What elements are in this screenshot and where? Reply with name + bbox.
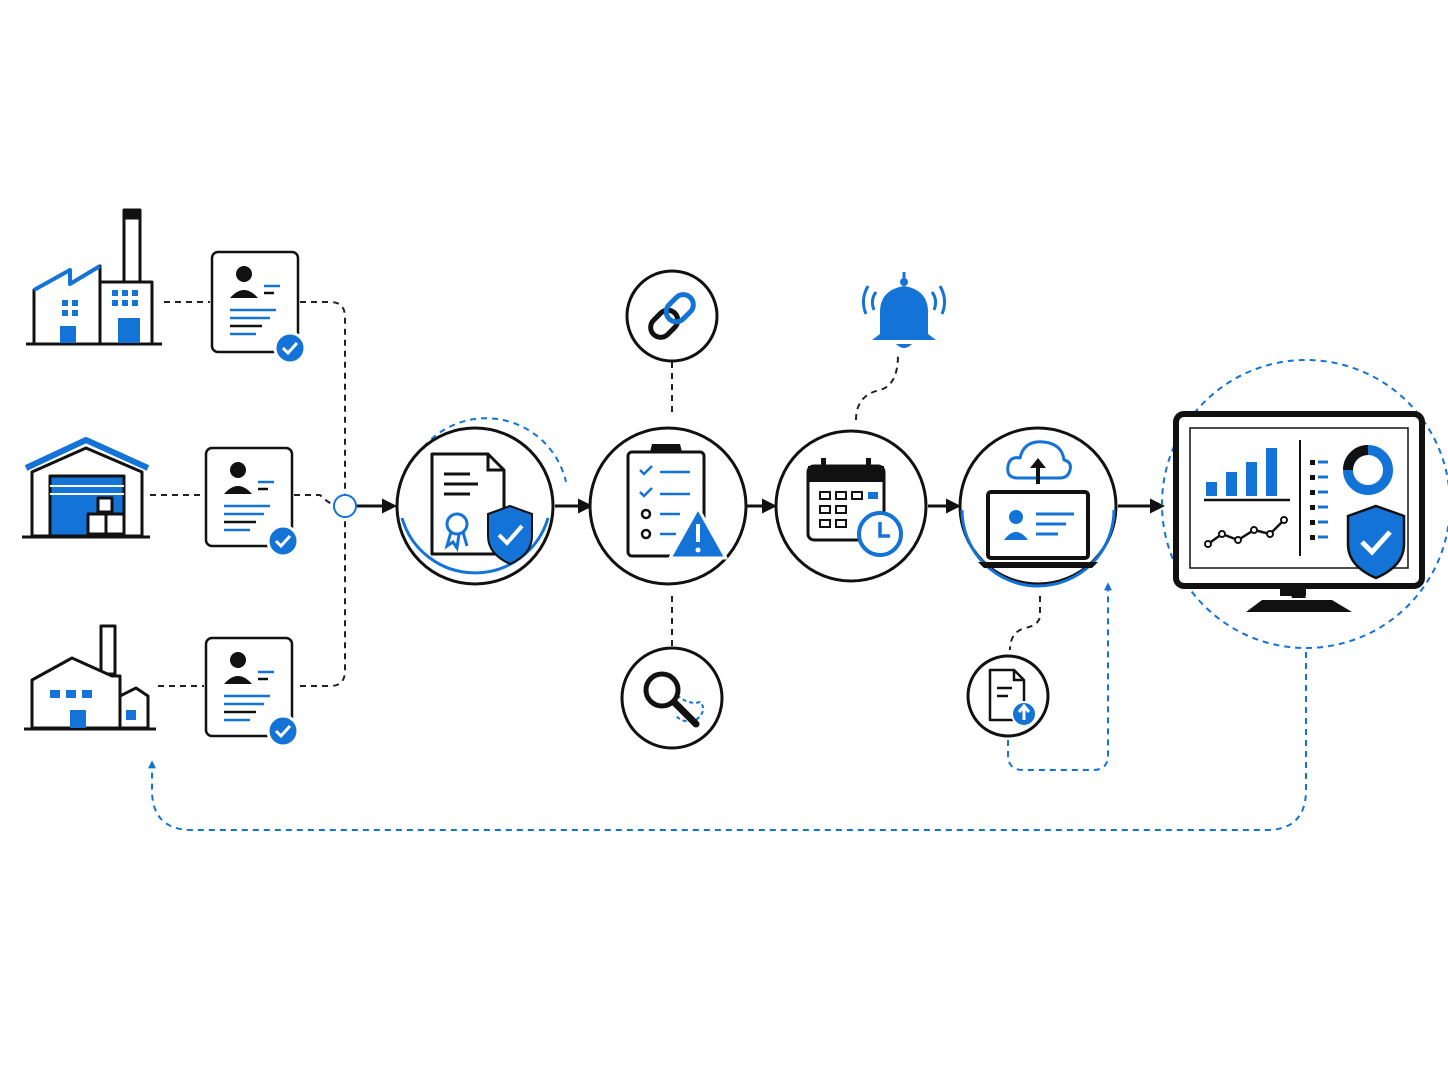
supplier-profile-card: [210, 250, 307, 365]
connectors: [150, 301, 1041, 687]
document-upload-icon: [966, 654, 1050, 738]
magnifier-icon: [620, 646, 724, 750]
supplier-profile-card: [204, 446, 300, 558]
feedback-loops: [148, 359, 1448, 831]
warehouse-icon: [22, 437, 150, 539]
step-dashboard-monitor: [1173, 411, 1425, 612]
certificate-icon: [430, 452, 506, 556]
bell-icon: [861, 272, 947, 348]
list-icon: [1310, 460, 1328, 540]
clock-icon: [857, 511, 903, 557]
line-chart-icon: [1204, 516, 1288, 548]
shield-check-icon: [1346, 504, 1406, 580]
check-badge-icon: [266, 714, 300, 748]
step-schedule-audit: [774, 429, 928, 583]
chain-link-icon: [625, 269, 719, 363]
plant-icon: [24, 624, 156, 731]
step-compliance-checklist: [588, 426, 748, 586]
check-badge-icon: [273, 331, 307, 365]
laptop-icon: [978, 490, 1098, 568]
donut-chart-icon: [1343, 445, 1393, 495]
merge-node: [333, 494, 357, 518]
step-certificate-verification: [395, 426, 555, 586]
warning-icon: [668, 506, 728, 560]
cloud-upload-icon: [1006, 440, 1072, 484]
check-badge-icon: [266, 524, 300, 558]
factory-icon: [26, 208, 162, 346]
step-portal-upload: [958, 426, 1118, 588]
shield-check-icon: [487, 504, 533, 566]
supplier-profile-card: [204, 636, 300, 748]
bar-chart-icon: [1206, 448, 1277, 496]
